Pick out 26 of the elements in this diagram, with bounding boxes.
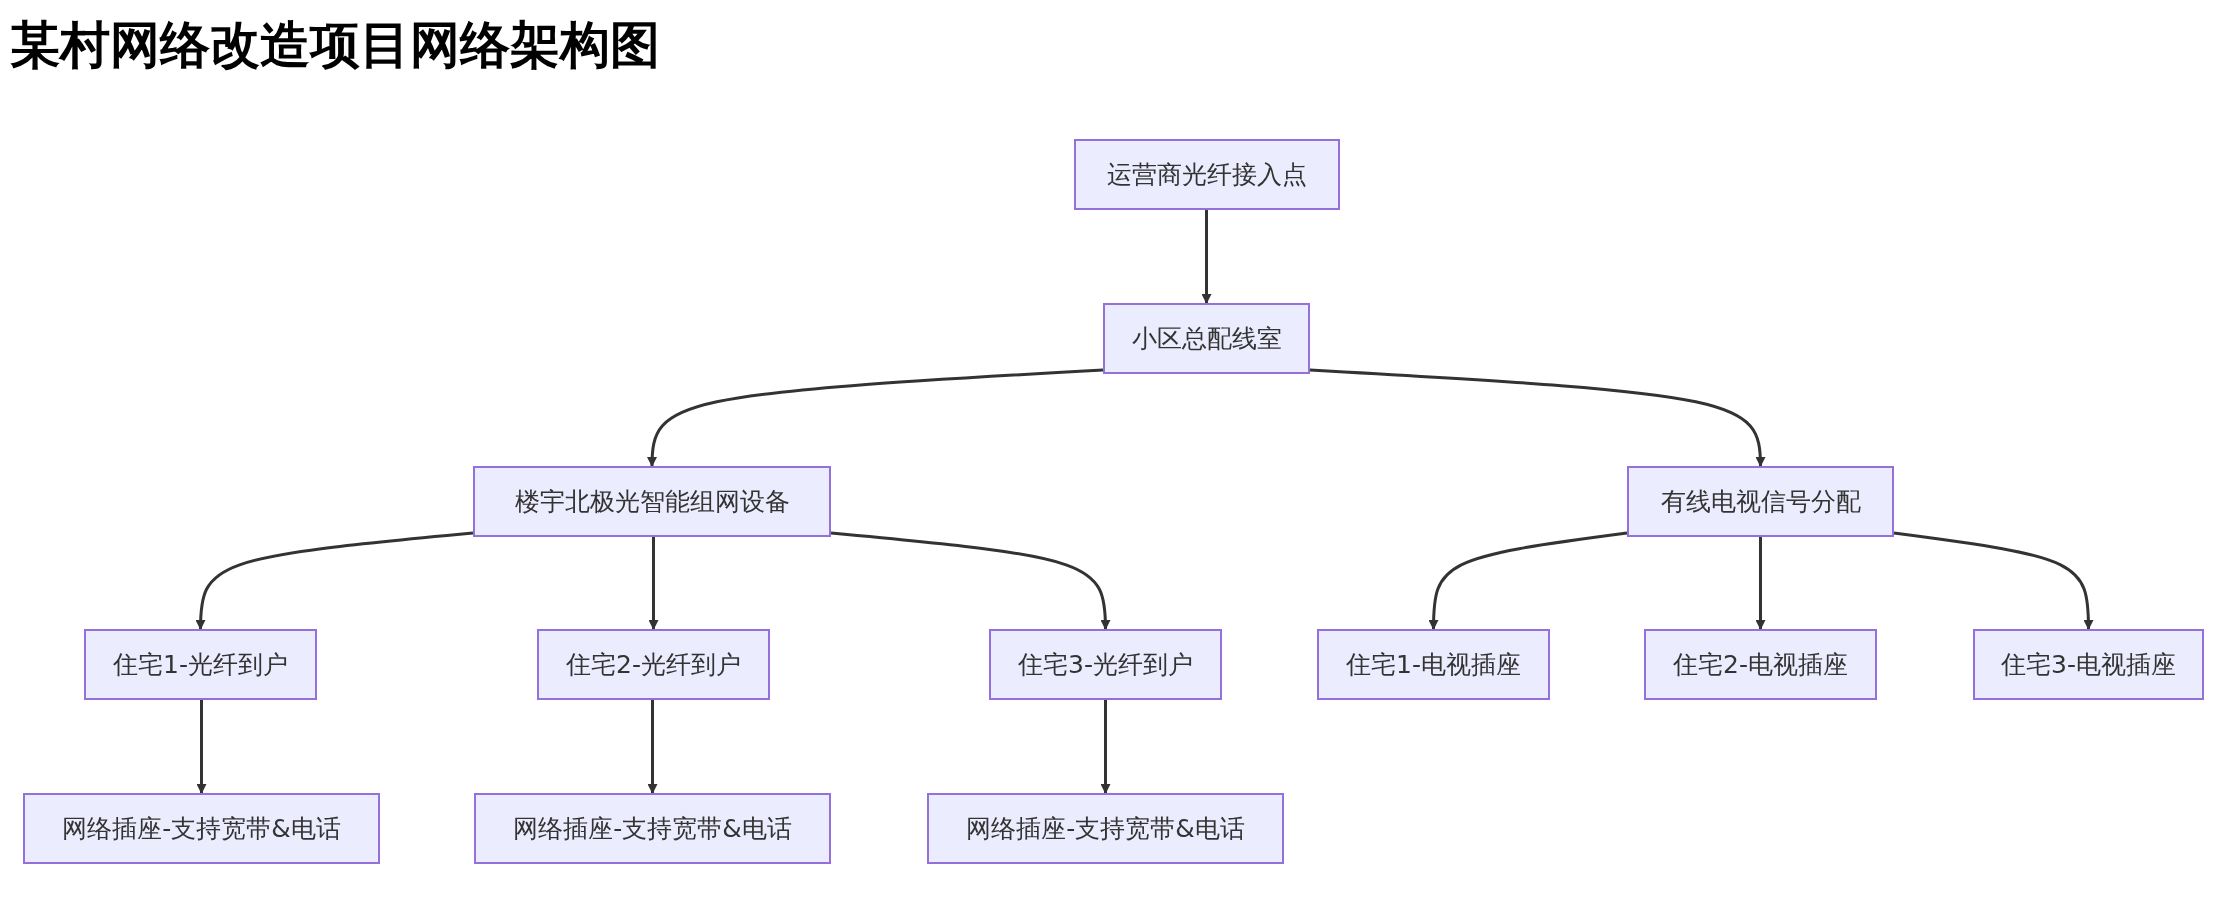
process-box: 网络插座-支持宽带&电话 [23, 793, 380, 864]
process-box: 运营商光纤接入点 [1074, 139, 1340, 210]
process-box: 住宅1-光纤到户 [84, 629, 317, 700]
arrow [647, 368, 1104, 467]
process-box: 有线电视信号分配 [1627, 466, 1894, 537]
process-box: 住宅3-光纤到户 [989, 629, 1222, 700]
arrow [1201, 210, 1212, 304]
arrow [1428, 531, 1628, 630]
process-box: 住宅3-电视插座 [1973, 629, 2204, 700]
arrow [648, 537, 659, 630]
process-box: 住宅1-电视插座 [1317, 629, 1550, 700]
title: 某村网络改造项目网络架构图 [10, 15, 660, 76]
process-box: 住宅2-光纤到户 [537, 629, 770, 700]
arrow [195, 531, 474, 630]
arrow [1309, 368, 1766, 467]
process-box: 网络插座-支持宽带&电话 [927, 793, 1284, 864]
process-box: 网络插座-支持宽带&电话 [474, 793, 831, 864]
arrow [830, 531, 1111, 630]
arrow [1893, 531, 2094, 630]
arrow [1755, 537, 1766, 630]
process-box: 住宅2-电视插座 [1644, 629, 1877, 700]
arrow [647, 700, 658, 794]
process-box: 小区总配线室 [1103, 303, 1310, 374]
arrow [196, 700, 207, 794]
process-box: 楼宇北极光智能组网设备 [473, 466, 831, 537]
arrow [1100, 700, 1111, 794]
